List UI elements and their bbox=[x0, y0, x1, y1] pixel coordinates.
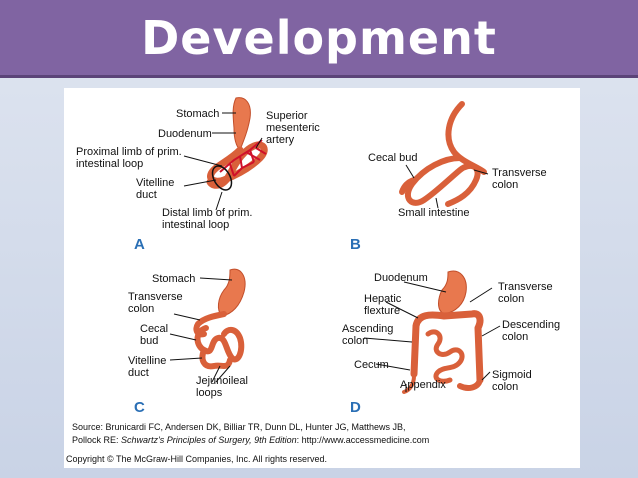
loop-b bbox=[404, 155, 481, 207]
small-bowel-d bbox=[425, 329, 465, 384]
source-citation: Source: Brunicardi FC, Andersen DK, Bill… bbox=[66, 422, 429, 464]
panel-letter-b: B bbox=[350, 236, 361, 253]
label-loops-c: loops bbox=[196, 387, 223, 399]
colon-frame-d bbox=[410, 310, 484, 384]
label-colon-c: colon bbox=[128, 303, 154, 315]
panel-a: Stomach Duodenum Superior mesenteric art… bbox=[76, 97, 320, 253]
panel-b: Cecal bud Transverse colon Small intesti… bbox=[350, 101, 547, 253]
label-artery-a: artery bbox=[266, 134, 295, 146]
slide-title: Development bbox=[141, 10, 497, 65]
label-colon-d3: colon bbox=[342, 335, 368, 347]
label-flexture-d: flexture bbox=[364, 305, 400, 317]
label-jejunoileal-c: Jejunoileal bbox=[196, 375, 248, 387]
vitelline-ring-a bbox=[211, 165, 233, 191]
title-bar: Development bbox=[0, 0, 638, 78]
source-line-2: Pollock RE: Schwartz's Principles of Sur… bbox=[72, 435, 429, 445]
label-small-intestine-b: Small intestine bbox=[398, 207, 470, 219]
loops-lower-c bbox=[199, 347, 233, 370]
appendix-d bbox=[402, 374, 416, 394]
label-cecum-d: Cecum bbox=[354, 359, 389, 371]
label-cecal-bud-b: Cecal bud bbox=[368, 152, 418, 164]
label-stomach-c: Stomach bbox=[152, 273, 195, 285]
embryology-figure: Stomach Duodenum Superior mesenteric art… bbox=[64, 88, 580, 468]
label-transverse-d: Transverse bbox=[498, 281, 553, 293]
label-descending-d: Descending bbox=[502, 319, 560, 331]
label-duct-c: duct bbox=[128, 367, 149, 379]
label-colon-b: colon bbox=[492, 179, 518, 191]
label-appendix-d: Appendix bbox=[400, 379, 446, 391]
panel-c: Stomach Transverse colon Cecal bud Vitel… bbox=[128, 268, 248, 416]
label-colon-d4: colon bbox=[492, 381, 518, 393]
label-distal-loop-a: intestinal loop bbox=[162, 219, 229, 231]
label-ascending-d: Ascending bbox=[342, 323, 393, 335]
label-sigmoid-d: Sigmoid bbox=[492, 369, 532, 381]
label-transverse-c: Transverse bbox=[128, 291, 183, 303]
label-hepatic-d: Hepatic bbox=[364, 293, 402, 305]
label-superior-a: Superior bbox=[266, 110, 308, 122]
sma-a-shape bbox=[219, 139, 267, 177]
label-bud-c: bud bbox=[140, 335, 158, 347]
stomach-d-shape bbox=[438, 270, 467, 315]
label-stomach-a: Stomach bbox=[176, 108, 219, 120]
figure-svg: Stomach Duodenum Superior mesenteric art… bbox=[66, 97, 560, 464]
label-colon-d2: colon bbox=[502, 331, 528, 343]
label-proximal-a: Proximal limb of prim. bbox=[76, 146, 182, 158]
sigmoid-d bbox=[457, 377, 483, 391]
label-duodenum-a: Duodenum bbox=[158, 128, 212, 140]
label-cecal-c: Cecal bbox=[140, 323, 168, 335]
panel-d: Duodenum Transverse colon Hepatic flextu… bbox=[342, 270, 560, 416]
panel-letter-d: D bbox=[350, 399, 361, 416]
stomach-a-shape bbox=[232, 97, 251, 151]
label-vitelline-c: Vitelline bbox=[128, 355, 166, 367]
label-proximal-loop-a: intestinal loop bbox=[76, 158, 143, 170]
label-duct-a: duct bbox=[136, 189, 157, 201]
label-duodenum-d: Duodenum bbox=[374, 272, 428, 284]
label-distal-a: Distal limb of prim. bbox=[162, 207, 252, 219]
label-mesenteric-a: mesenteric bbox=[266, 122, 320, 134]
label-transverse-b: Transverse bbox=[492, 167, 547, 179]
panel-letter-c: C bbox=[134, 399, 145, 416]
stomach-c-shape bbox=[217, 268, 246, 317]
cecal-bud-b bbox=[399, 177, 417, 195]
upper-gut-b bbox=[445, 101, 487, 175]
source-line-1: Source: Brunicardi FC, Andersen DK, Bill… bbox=[72, 422, 405, 432]
primitive-loop-a bbox=[206, 141, 268, 189]
label-vitelline-a: Vitelline bbox=[136, 177, 174, 189]
copyright-line: Copyright © The McGraw-Hill Companies, I… bbox=[66, 454, 327, 464]
panel-letter-a: A bbox=[134, 236, 145, 253]
label-colon-d1: colon bbox=[498, 293, 524, 305]
